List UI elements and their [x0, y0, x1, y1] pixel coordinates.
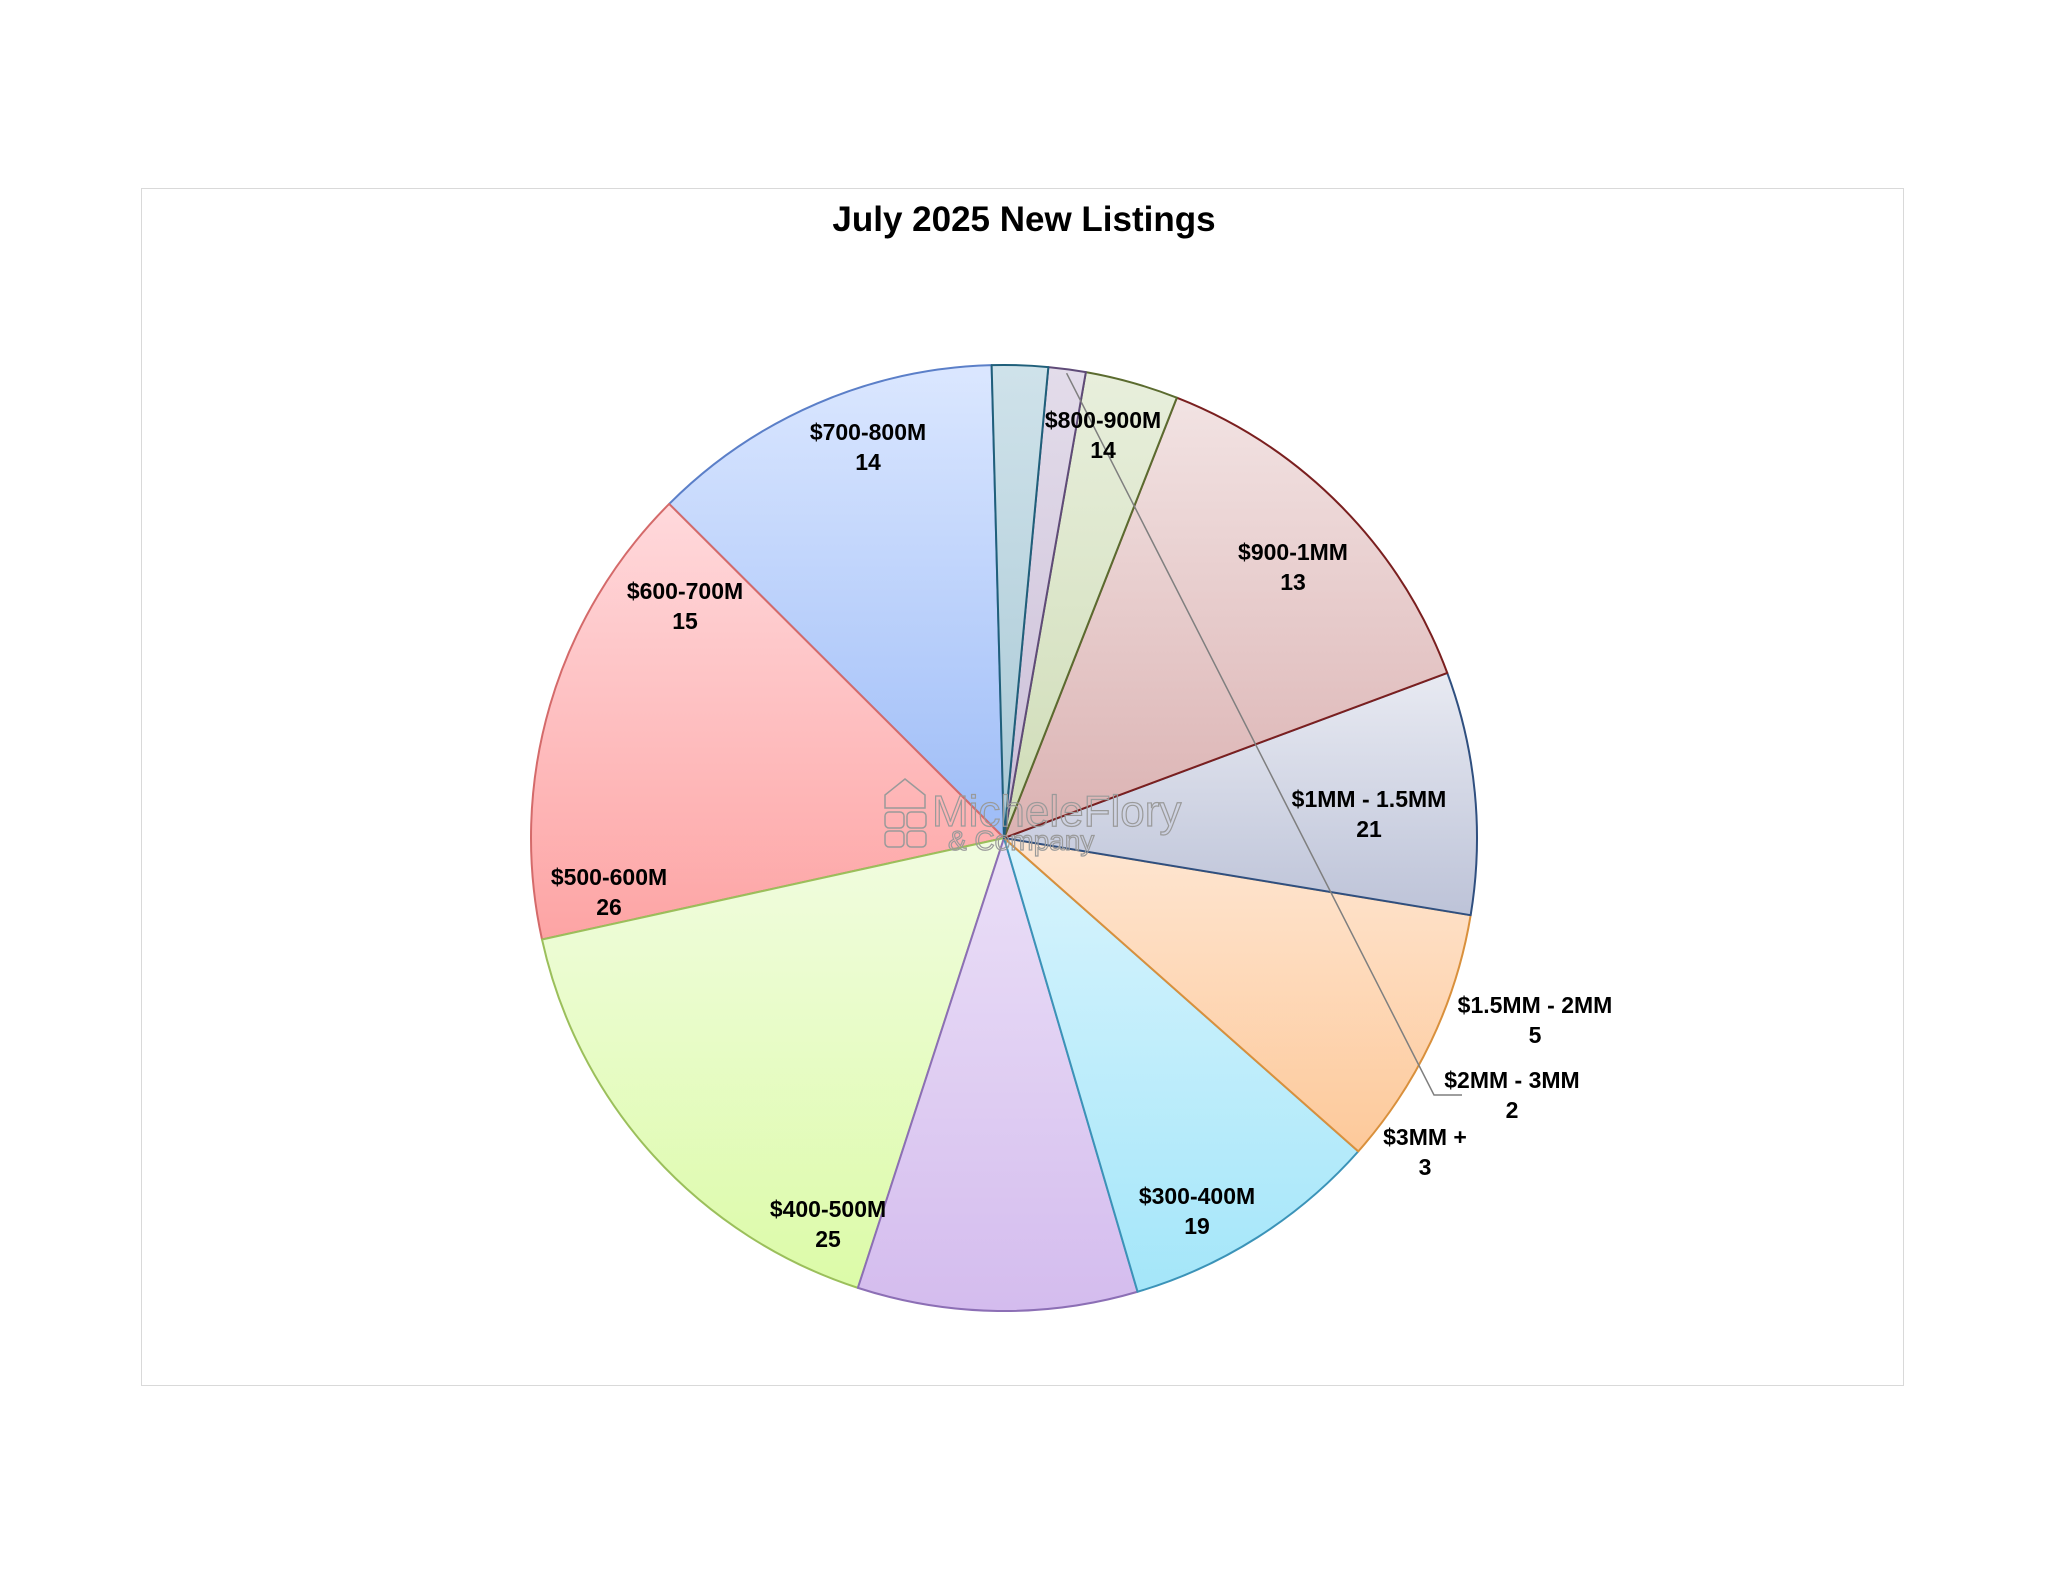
slice-category-label: $600-700M: [627, 578, 743, 604]
slice-value-label: 15: [672, 608, 698, 634]
leader-line: [1065, 372, 1462, 1096]
slice-category-label: $300-400M: [1139, 1183, 1255, 1209]
slice-category-label: $400-500M: [770, 1196, 886, 1222]
slice-category-label: $800-900M: [1045, 407, 1161, 433]
slice-category-label: $700-800M: [810, 419, 926, 445]
slice-value-label: 25: [815, 1226, 841, 1252]
pie-slice: [990, 364, 1050, 839]
pie-slice: [1003, 837, 1360, 1293]
pie-slice: [1003, 837, 1472, 1153]
slice-category-label: $2MM - 3MM: [1444, 1067, 1579, 1093]
watermark-logo: MicheleFlory & Company: [884, 778, 1182, 857]
slice-value-label: 5: [1529, 1022, 1542, 1048]
slice-value-label: 19: [1184, 1213, 1210, 1239]
watermark-line2: & Company: [948, 825, 1094, 856]
slice-value-label: 13: [1280, 569, 1306, 595]
chart-title: July 2025 New Listings: [832, 200, 1216, 239]
slice-category-label: $1MM - 1.5MM: [1292, 786, 1447, 812]
slice-value-label: 14: [1090, 437, 1116, 463]
pie-slice: [1003, 671, 1478, 917]
pie-slice: [530, 502, 1005, 941]
slice-value-label: 3: [1419, 1154, 1432, 1180]
slice-category-label: $900-1MM: [1238, 539, 1348, 565]
pie-slice: [541, 837, 1005, 1289]
pie-slice: [856, 837, 1139, 1312]
slice-category-label: $1.5MM - 2MM: [1458, 992, 1613, 1018]
slice-category-label: $3MM +: [1383, 1124, 1467, 1150]
pie-slice: [668, 364, 1005, 839]
slice-category-label: $500-600M: [551, 864, 667, 890]
slice-value-label: 26: [596, 894, 622, 920]
pie-slice: [1003, 396, 1449, 839]
slice-value-label: 21: [1356, 816, 1382, 842]
watermark-line1: MicheleFlory: [932, 787, 1181, 836]
slice-value-label: 14: [855, 449, 881, 475]
house-logo-icon: [884, 778, 927, 848]
slice-value-label: 2: [1506, 1097, 1519, 1123]
